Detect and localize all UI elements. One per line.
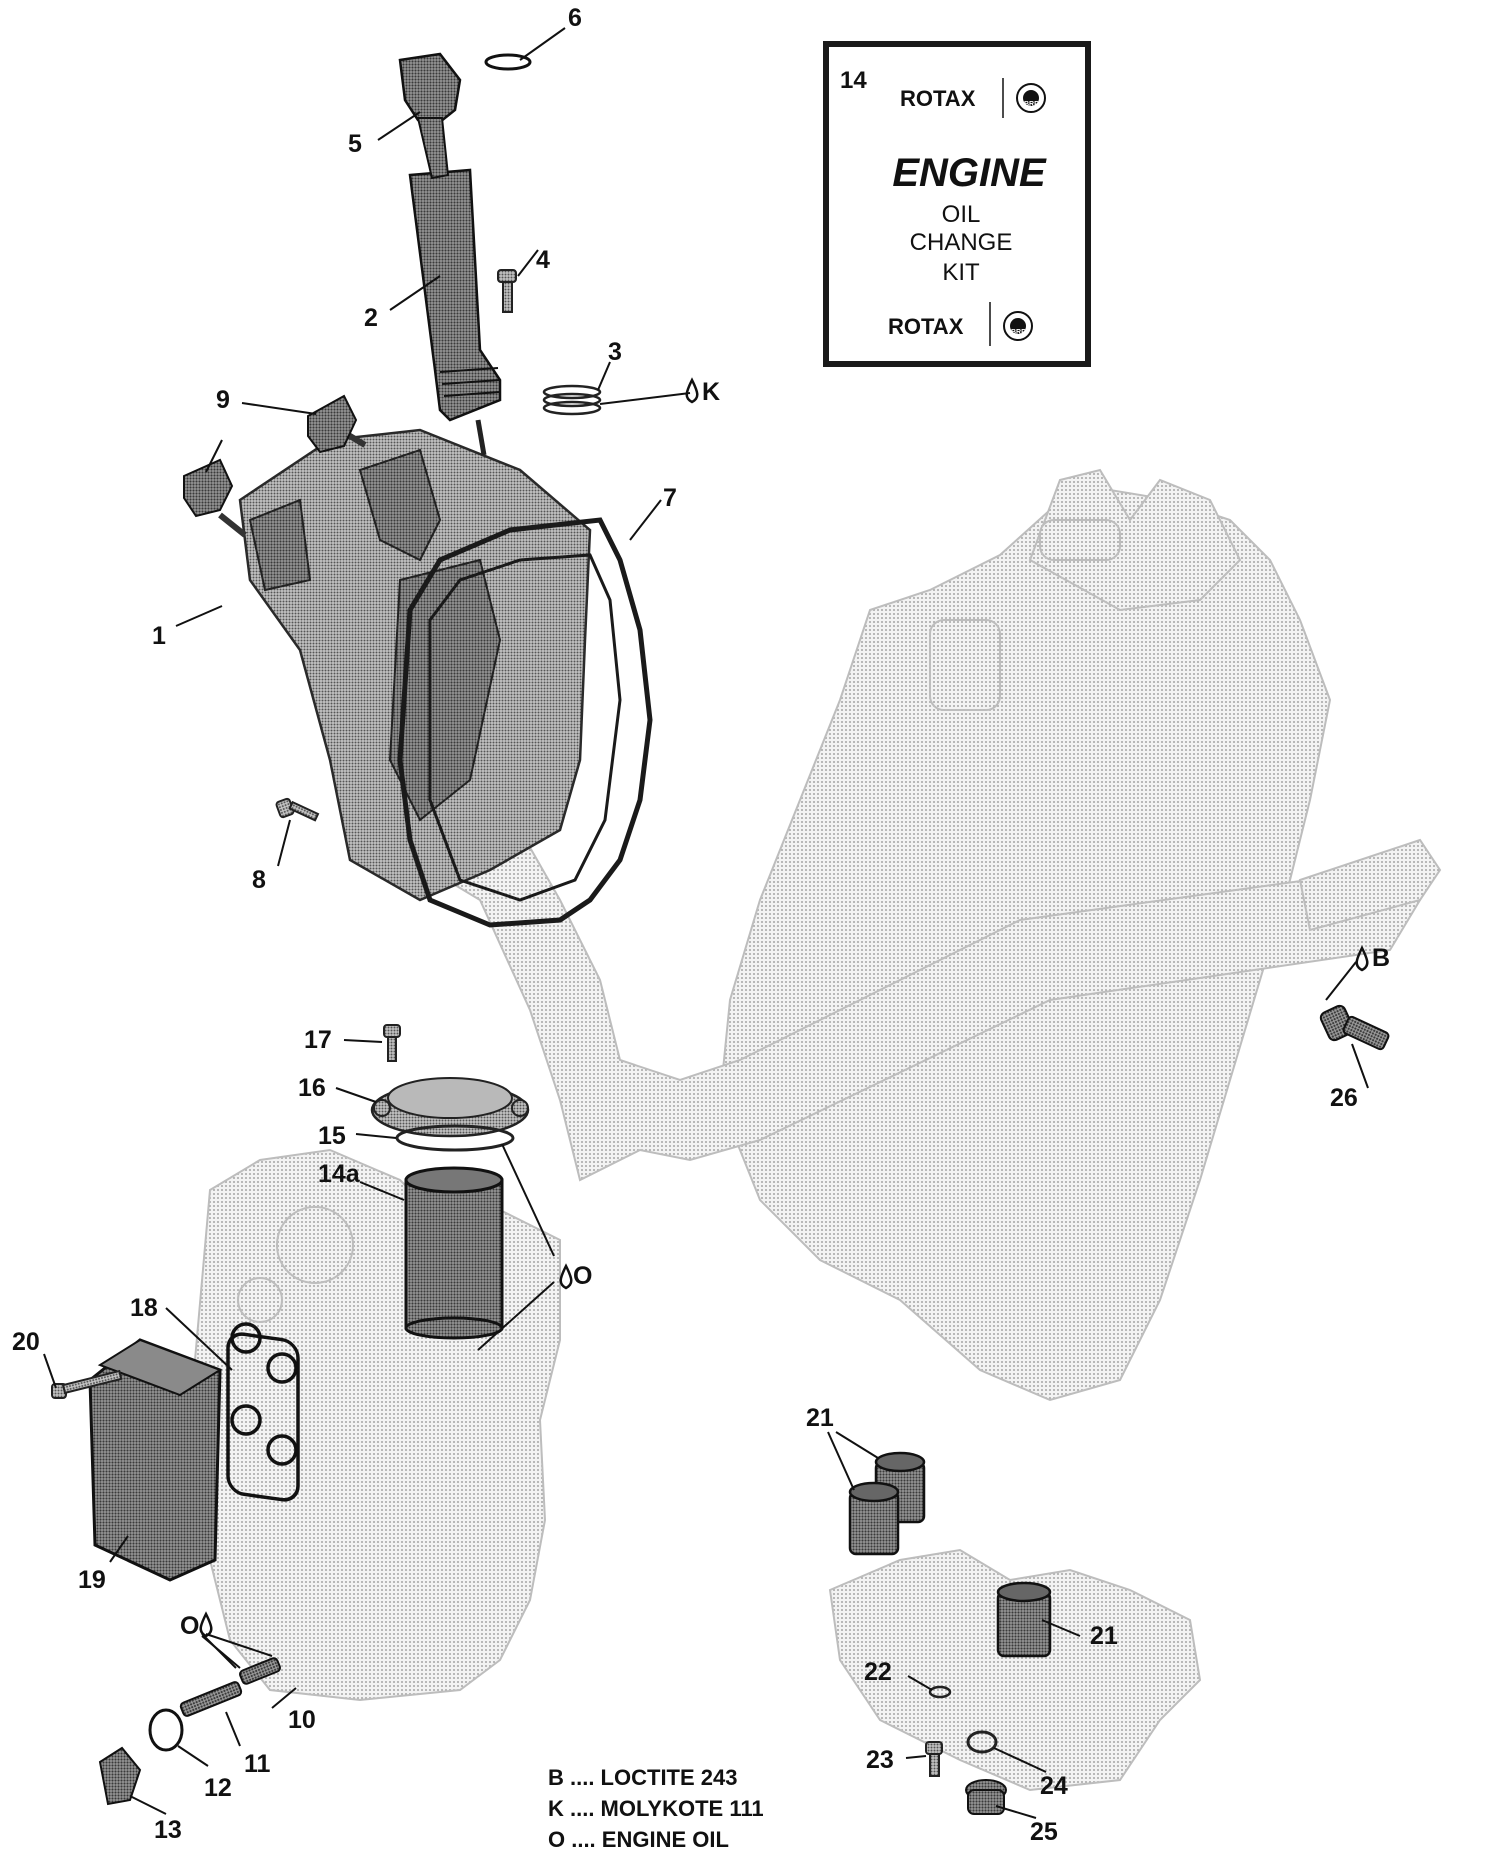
callout-13: 13 [154, 1816, 182, 1844]
material-legend: B .... LOCTITE 243 K .... MOLYKOTE 111 O… [548, 1762, 764, 1855]
marker-o-filter: O [573, 1262, 592, 1290]
callout-26: 26 [1330, 1084, 1358, 1112]
filter-cover-o-ring [395, 1124, 515, 1152]
callout-21-top: 21 [806, 1404, 834, 1432]
callout-3: 3 [608, 338, 622, 366]
kit-brand-bottom: ROTAX [888, 314, 964, 339]
callout-7: 7 [663, 484, 677, 512]
callout-numbers: 6 5 4 2 3 9 7 1 8 17 16 15 14a 18 20 19 … [12, 4, 1358, 1846]
kit-line-kit: KIT [942, 259, 980, 286]
callout-18: 18 [130, 1294, 158, 1322]
callout-4: 4 [536, 246, 550, 274]
droplet-icon-k [685, 377, 699, 404]
callout-15: 15 [318, 1122, 346, 1150]
leader-lines [43, 27, 1369, 1819]
callout-9: 9 [216, 386, 230, 414]
bolt-17 [383, 1024, 401, 1062]
callout-23: 23 [866, 1746, 894, 1774]
callout-14a: 14a [318, 1160, 361, 1188]
oil-filter-cover [370, 1077, 530, 1138]
oil-cooler [88, 1338, 223, 1582]
callout-21-right: 21 [1090, 1622, 1118, 1650]
plug-25 [965, 1779, 1007, 1815]
legend-loctite: B .... LOCTITE 243 [548, 1765, 738, 1790]
kit-title: ENGINE [892, 151, 1047, 195]
callout-19: 19 [78, 1566, 106, 1594]
callout-6: 6 [568, 4, 582, 32]
callout-17: 17 [304, 1026, 332, 1054]
bolt-23 [925, 1741, 943, 1777]
brp-logo-icon-bottom: BRP [1003, 311, 1033, 341]
droplet-icon-o-filter [559, 1263, 573, 1290]
marker-b: B [1372, 944, 1390, 972]
svg-text:BRP: BRP [1011, 329, 1026, 336]
callout-25: 25 [1030, 1818, 1058, 1846]
kit-number: 14 [840, 67, 867, 94]
engine-block-ghost [193, 468, 1442, 1792]
callout-8: 8 [252, 866, 266, 894]
screw-4 [497, 269, 517, 313]
bolt-8 [275, 797, 320, 822]
callout-10: 10 [288, 1706, 316, 1734]
marker-o-drain: O [180, 1612, 199, 1640]
cooler-gasket [226, 1322, 300, 1502]
filler-tube [408, 168, 502, 422]
brp-logo-icon: BRP [1016, 83, 1046, 113]
kit-brand-top: ROTAX [900, 86, 976, 111]
oil-change-kit-box: 14 ROTAX BRP ENGINE OIL CHANGE KIT ROTAX… [823, 41, 1091, 367]
callout-20: 20 [12, 1328, 40, 1356]
clamp-3 [542, 384, 602, 416]
legend-engine-oil: O .... ENGINE OIL [548, 1827, 729, 1852]
kit-line-oil: OIL [942, 201, 981, 228]
grommets [183, 394, 358, 518]
droplet-icon-o-drain [199, 1611, 213, 1638]
oil-tank-housing [218, 427, 592, 902]
droplet-markers [199, 377, 1369, 1638]
dipstick-o-ring [484, 53, 532, 71]
callout-12: 12 [204, 1774, 232, 1802]
callout-5: 5 [348, 130, 362, 158]
callout-11: 11 [244, 1750, 271, 1778]
oil-strainers [848, 1451, 1052, 1658]
marker-k: K [702, 378, 720, 406]
legend-molykote: K .... MOLYKOTE 111 [548, 1796, 764, 1821]
svg-text:BRP: BRP [1024, 101, 1039, 108]
bolt-26 [1319, 1004, 1390, 1051]
housing-gasket [397, 517, 653, 928]
droplet-icon-b [1355, 945, 1369, 972]
o-ring-22 [928, 1685, 952, 1699]
drain-plug-parts [98, 1657, 281, 1806]
bolt-20 [51, 1369, 123, 1399]
callout-16: 16 [298, 1074, 326, 1102]
callout-1: 1 [152, 622, 166, 650]
o-ring-24 [966, 1730, 998, 1754]
kit-line-change: CHANGE [910, 229, 1013, 256]
callout-2: 2 [364, 304, 378, 332]
oil-filter [404, 1166, 504, 1340]
dipstick-cap [398, 52, 462, 180]
callout-22: 22 [864, 1658, 892, 1686]
callout-24: 24 [1040, 1772, 1068, 1800]
